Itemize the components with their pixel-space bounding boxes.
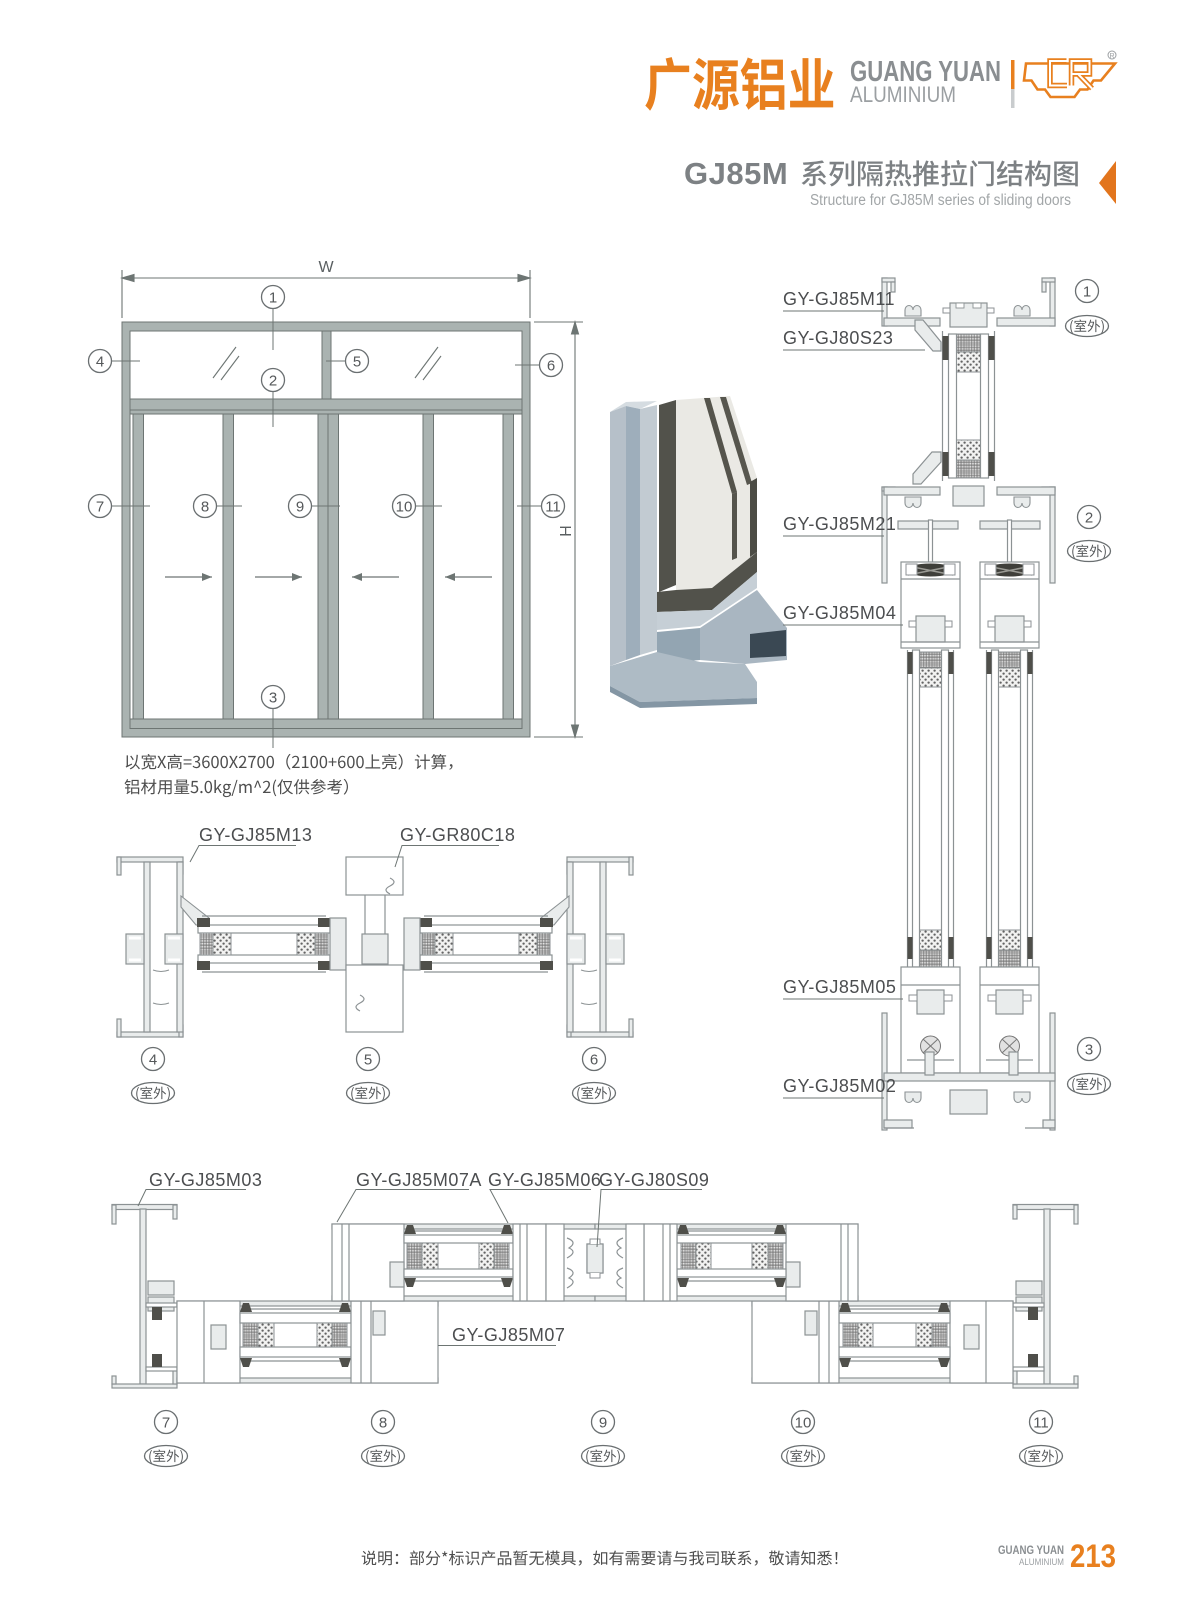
svg-text:10: 10 <box>396 499 413 516</box>
svg-text:ALUMINIUM: ALUMINIUM <box>1019 1557 1064 1567</box>
svg-text:GY-GJ85M05: GY-GJ85M05 <box>783 977 896 997</box>
svg-text:2: 2 <box>1085 510 1093 527</box>
svg-text:GY-GJ85M21: GY-GJ85M21 <box>783 514 896 534</box>
svg-text:Structure for GJ85M series of: Structure for GJ85M series of sliding do… <box>810 192 1071 209</box>
svg-text:10: 10 <box>795 1415 812 1432</box>
svg-text:11: 11 <box>1033 1415 1049 1432</box>
svg-text:9: 9 <box>296 499 304 516</box>
svg-text:9: 9 <box>599 1415 607 1432</box>
svg-text:213: 213 <box>1070 1538 1116 1574</box>
svg-text:H: H <box>556 525 573 537</box>
svg-text:11: 11 <box>545 499 561 516</box>
svg-text:1: 1 <box>269 290 277 307</box>
svg-text:GY-GJ80S09: GY-GJ80S09 <box>599 1170 709 1190</box>
svg-text:ALUMINIUM: ALUMINIUM <box>850 82 956 107</box>
svg-text:GY-GJ80S23: GY-GJ80S23 <box>783 328 893 348</box>
svg-text:GY-GJ85M13: GY-GJ85M13 <box>199 825 312 845</box>
svg-text:5: 5 <box>364 1052 372 1069</box>
svg-text:4: 4 <box>149 1052 157 1069</box>
svg-text:1: 1 <box>1083 284 1091 301</box>
svg-text:6: 6 <box>590 1052 598 1069</box>
svg-text:7: 7 <box>162 1415 170 1432</box>
svg-text:R: R <box>1109 53 1114 60</box>
svg-text:GY-GJ85M07A: GY-GJ85M07A <box>356 1170 482 1190</box>
svg-text:GY-GJ85M04: GY-GJ85M04 <box>783 603 896 623</box>
svg-text:3: 3 <box>269 690 277 707</box>
svg-text:GJ85M: GJ85M <box>684 156 788 191</box>
svg-text:W: W <box>318 259 334 276</box>
svg-text:4: 4 <box>96 354 104 371</box>
svg-text:3: 3 <box>1085 1042 1093 1059</box>
svg-text:8: 8 <box>201 499 209 516</box>
svg-text:GY-GJ85M06: GY-GJ85M06 <box>488 1170 601 1190</box>
svg-text:GY-GJ85M02: GY-GJ85M02 <box>783 1076 896 1096</box>
svg-text:8: 8 <box>379 1415 387 1432</box>
svg-text:GY-GR80C18: GY-GR80C18 <box>400 825 515 845</box>
svg-text:GY-GJ85M07: GY-GJ85M07 <box>452 1325 565 1345</box>
svg-text:GY-GJ85M11: GY-GJ85M11 <box>783 289 895 309</box>
svg-text:6: 6 <box>547 358 555 375</box>
svg-text:2: 2 <box>269 373 277 390</box>
svg-text:GUANG YUAN: GUANG YUAN <box>998 1545 1064 1557</box>
svg-text:GUANG YUAN: GUANG YUAN <box>850 56 1001 88</box>
svg-text:GY-GJ85M03: GY-GJ85M03 <box>149 1170 262 1190</box>
svg-text:5: 5 <box>353 354 361 371</box>
svg-text:7: 7 <box>96 499 104 516</box>
